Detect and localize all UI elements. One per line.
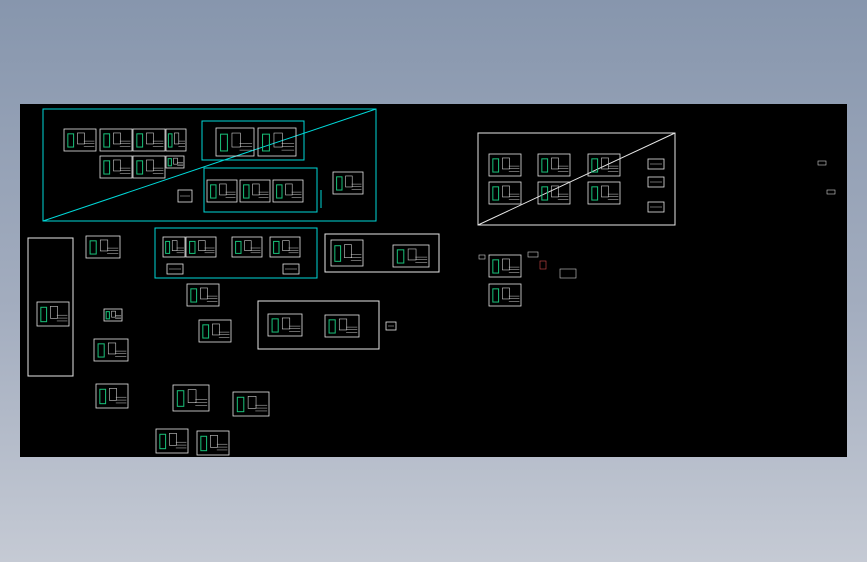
drawing-sheet[interactable] — [587, 153, 621, 177]
drawing-sheet[interactable] — [231, 236, 263, 258]
drawing-sheet[interactable] — [63, 128, 97, 152]
drawing-sheet[interactable] — [282, 263, 300, 275]
drawing-sheet[interactable] — [537, 181, 571, 205]
drawing-sheet[interactable] — [95, 383, 129, 409]
drawing-sheet[interactable] — [272, 179, 304, 203]
drawing-sheet[interactable] — [267, 313, 303, 337]
drawing-sheet[interactable] — [85, 235, 121, 259]
drawing-sheet[interactable] — [392, 244, 430, 268]
drawing-sheet[interactable] — [488, 181, 522, 205]
drawing-sheet[interactable] — [185, 236, 217, 258]
drawing-sheet[interactable] — [196, 430, 230, 456]
drawing-sheet[interactable] — [155, 428, 189, 454]
drawing-sheet[interactable] — [172, 384, 210, 412]
drawing-sheet[interactable] — [165, 155, 185, 169]
group-frame-middle — [154, 227, 440, 350]
drawing-sheet[interactable] — [239, 179, 271, 203]
drawing-sheet[interactable] — [385, 321, 397, 331]
drawing-sheet[interactable] — [177, 189, 193, 203]
drawing-sheet[interactable] — [324, 314, 360, 338]
group-frame-top-right — [477, 132, 676, 226]
drawing-sheet[interactable] — [215, 127, 255, 157]
drawing-sheet[interactable] — [36, 301, 70, 327]
group-frame-left-tall — [27, 237, 74, 377]
drawing-sheet[interactable] — [186, 283, 220, 307]
drawing-sheet[interactable] — [537, 153, 571, 177]
cad-drawing-canvas[interactable] — [20, 104, 847, 457]
drawing-sheet[interactable] — [93, 338, 129, 362]
drawing-sheet[interactable] — [647, 176, 665, 188]
drawing-sheet[interactable] — [332, 171, 364, 195]
group-frame-top-left — [42, 108, 377, 222]
drawing-sheet[interactable] — [206, 179, 238, 203]
drawing-sheet[interactable] — [232, 391, 270, 417]
drawing-sheet[interactable] — [132, 128, 166, 152]
drawing-sheet[interactable] — [488, 283, 522, 307]
drawing-sheet[interactable] — [330, 239, 364, 267]
drawing-sheet[interactable] — [166, 263, 184, 275]
drawing-sheets — [36, 127, 665, 456]
drawing-sheet[interactable] — [269, 236, 301, 258]
cad-model-space[interactable] — [20, 104, 847, 457]
drawing-sheet[interactable] — [587, 181, 621, 205]
drawing-sheet[interactable] — [198, 319, 232, 343]
drawing-sheet[interactable] — [162, 236, 186, 258]
drawing-sheet[interactable] — [165, 128, 187, 152]
drawing-sheet[interactable] — [647, 158, 665, 170]
drawing-sheet[interactable] — [132, 155, 166, 179]
drawing-sheet[interactable] — [257, 127, 297, 157]
drawing-sheet[interactable] — [99, 155, 133, 179]
drawing-sheet[interactable] — [99, 128, 133, 152]
drawing-sheet[interactable] — [488, 153, 522, 177]
drawing-sheet[interactable] — [488, 254, 522, 278]
drawing-sheet[interactable] — [103, 308, 123, 322]
drawing-sheet[interactable] — [647, 201, 665, 213]
small-annotations — [478, 160, 836, 279]
